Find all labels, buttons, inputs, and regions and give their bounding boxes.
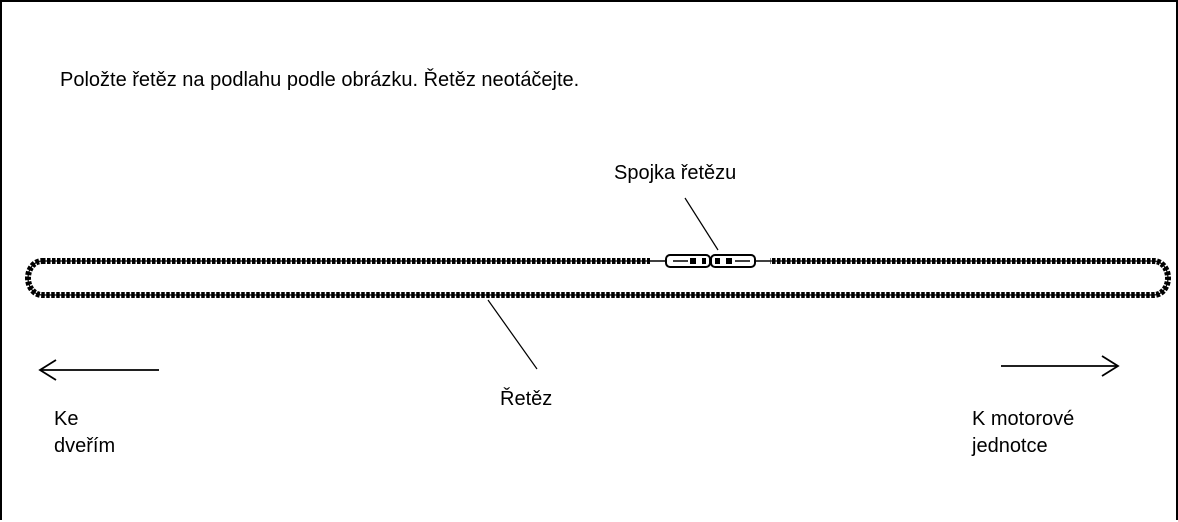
to-door-label-line2: dveřím xyxy=(54,435,116,457)
chain-label: Řetěz xyxy=(500,388,553,410)
coupler-leader-line xyxy=(684,197,719,251)
chain-loop xyxy=(25,258,1171,298)
arrow-right-icon xyxy=(1001,355,1120,377)
arrow-left-icon xyxy=(38,359,159,381)
to-motor-unit-label-line1: K motorové xyxy=(972,408,1075,430)
to-motor-unit-label: K motorové jednotce xyxy=(972,406,1074,460)
to-motor-unit-label-line2: jednotce xyxy=(972,435,1048,457)
chain-coupler xyxy=(650,254,770,268)
to-door-label-line1: Ke xyxy=(54,408,79,430)
coupler-label: Spojka řetězu xyxy=(614,162,737,184)
instruction-text: Položte řetěz na podlahu podle obrázku. … xyxy=(60,69,580,91)
chain-leader-line xyxy=(487,299,538,370)
to-door-label: Ke dveřím xyxy=(54,406,115,460)
